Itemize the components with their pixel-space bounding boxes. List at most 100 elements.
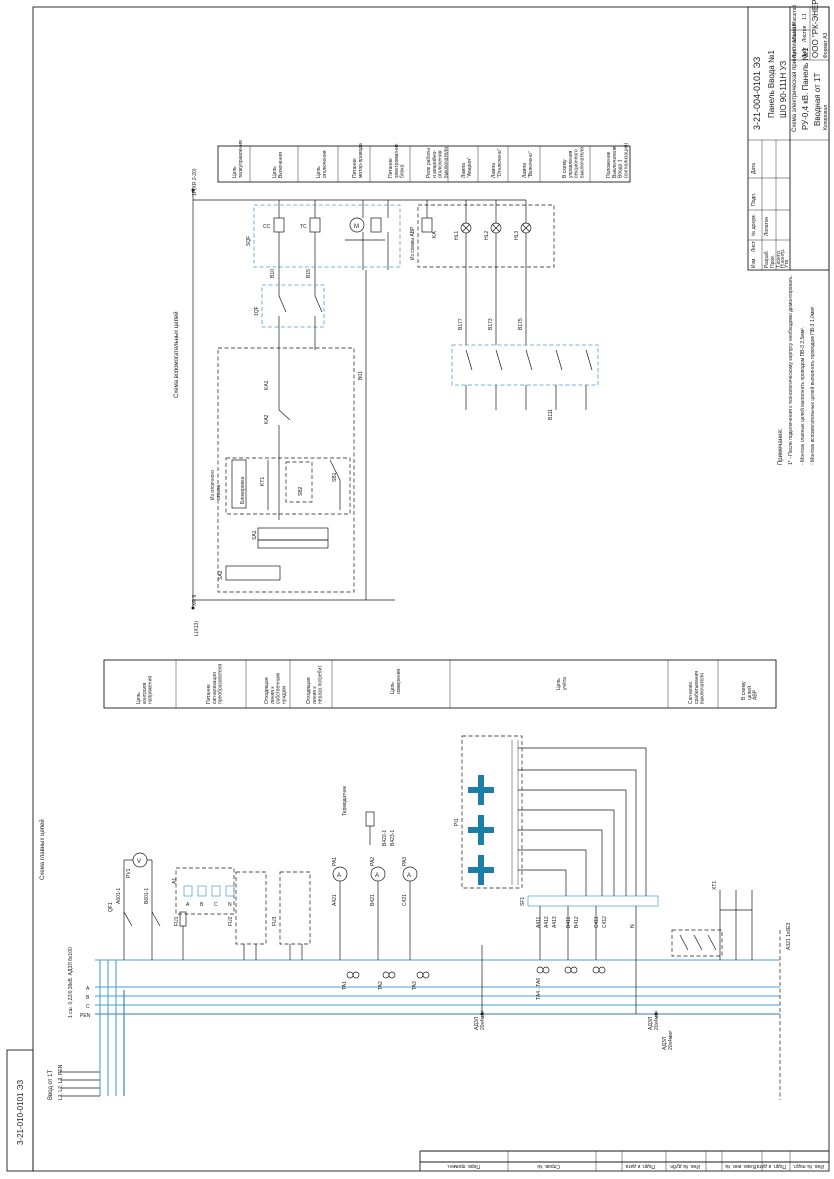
w-a412: А412 [544,916,550,928]
aux-x-b01: В01 [358,371,364,380]
motor [349,217,365,233]
bottom-vzam-inv: Взам. инв. № [725,1163,756,1169]
svg-text:TA3: TA3 [412,981,418,990]
aux-kt1: KT1 [260,477,266,486]
relay-ka [421,217,433,233]
aux-cell-5: Реле работыи аварийно-отключениявыключат… [426,147,449,178]
bottom-inv-dubl: Инв. № дубл. [669,1163,700,1169]
w-c411: С411 [594,916,600,928]
main-cell-4: Цепьизмерения [390,669,402,694]
ta-group-label: ТА4...ТА6 [536,978,542,1000]
title-scale-val: 1:1 [802,13,808,20]
col-data: Дата [751,163,757,174]
aux-sb1: SB1 [332,472,338,482]
title-company: ООО "РК-ЭНЕРГИЯ" [811,0,820,58]
aux-x-b10: В10 [270,269,276,278]
svg-text:HL1: HL1 [454,231,460,240]
w-a413: А413 [552,916,558,928]
pa1-label: PA1 [332,857,338,866]
pi1-coil-3 [468,855,494,885]
title-scale: Масштаб [792,4,798,26]
aux-cell-1: ЦепьВключения [272,152,284,178]
w-c412: С412 [602,916,608,928]
title-sheets: Листов [802,25,808,42]
note-2: - Монтаж главных цепей выполнить проводо… [799,327,806,465]
main-cell-1: Питаниесигнализациипреобразователя [206,664,224,704]
title-sheet: Лист [802,46,808,58]
col-izm: Изм. [751,257,757,268]
coil-cc-label: CC [263,224,271,230]
aux-cell-10: ПоложениеВыключателяВвода 1(сигнализация… [606,143,629,178]
wire-b423: В423-1 [390,830,396,846]
pv1-sym: V [137,859,141,865]
ta1-ct: TA1 [342,971,360,990]
bottom-strip: Перв. примен. Справ. № Подп. и дата Инв.… [419,1150,829,1171]
title-mass: Масса [792,27,798,42]
thermo-label: Термодатчик [342,785,348,816]
bus-b: B [86,995,90,1001]
a1-label: A1 [172,878,178,884]
aux-cell-7: Лампа"Отключено" [491,148,503,178]
wire-c421: С421 [402,894,408,906]
row-prov: Пров. [770,255,776,268]
aux-cell-2: Цепьотключения [316,150,328,178]
aux-ka1: KA1 [264,380,270,390]
aux-cell-4: Питаниеэлектромагнит.блока [388,143,406,178]
busbar-label: 1 сш. 0,22/0,38кВ. АДЗЛ 8х100 [68,947,74,1018]
bottom-perv-prim: Перв. примен. [447,1163,480,1169]
aux-avr-label: Из схемы АВР [410,226,416,260]
title-panel-name: Панель Ввода №1 [767,49,776,118]
led-n: N [228,902,232,908]
fu1-label: FU1 [174,916,180,926]
drawing-frame [32,6,830,1172]
sf-label: SF1 [520,897,526,906]
aux-sa1: SA1 [252,530,258,540]
main-cell-6: Сигнализ.срабатываниявыключателя [688,671,706,704]
aux-circuit: 1F(ХR 2-20) ХR 9 L(X13) SQF CC TC M 1QF [191,168,599,636]
pi1-label: PI1 [454,818,460,826]
title-doc-code: 3-21-004-0101 ЭЗ [752,57,762,130]
aux-block-label: Блокировка [240,477,246,504]
main-cell-0: Цепьконтролянапряжения [136,676,154,704]
w-b412: В412 [574,916,580,928]
pi1-coil-1 [468,775,494,805]
aux-ka2: KA2 [264,414,270,424]
line-a601: А601-1 [116,888,122,904]
bus-a: A [86,986,90,992]
row-nkontr: Н.контр. [780,249,786,268]
bus-pen: PEN [80,1013,91,1019]
note-3: - Монтаж вспомогательных цепей выполнить… [809,305,816,465]
qs1-label: QF1 [108,902,114,912]
title-scheme: Схема электрическая принципиальная [792,23,798,132]
aux-x-b175: В175 [518,318,524,330]
main-cell-3: Отходящаялиния кнеразр.потребит. [306,665,324,704]
pa3-label: PA3 [402,857,408,866]
aux-sb2: SB2 [298,486,304,496]
aux-sa2: SA2 [218,570,224,580]
note-1: 1* - После подключения к технологическом… [788,275,794,465]
left-stamp: 3-21-010-0101 ЭЗ [6,1049,34,1172]
aux-caption: Схема вспомогательных цепей [173,311,180,398]
main-table: Цепьконтролянапряжения Питаниесигнализац… [103,659,777,709]
col-podp: Подп. [751,193,757,206]
motor-label: M [354,224,359,230]
pa2-label: PA2 [370,857,376,866]
row-razrab-name: Лопатин [764,216,770,236]
lamp-hl3: HL3 [514,222,532,240]
bottom-inv-orig: Инв. № подл. [793,1163,824,1169]
w-a411: А411 [536,916,542,928]
ground-2: АДЗЛ20х4мм² [648,1010,660,1030]
svg-text:TA2: TA2 [378,981,384,990]
aux-qf-top: SQF [246,236,252,246]
pi1-coil-2 [468,815,494,845]
title-format: Формат А3 [823,33,829,58]
notes-heading: Примечания: [778,428,784,465]
wire-b421: В421 [370,894,376,906]
aux-cell-8: Лампа"Включено" [522,151,534,178]
lamp-hl1: HL1 [454,222,472,240]
input-label: Ввод от 1Т [48,1070,54,1100]
main-cell-2: Отходящаялиния ксобственнымнуждам [264,673,287,704]
notes: Примечания: 1* - После подключения к тех… [778,275,816,465]
wire-a421: А421 [332,894,338,906]
